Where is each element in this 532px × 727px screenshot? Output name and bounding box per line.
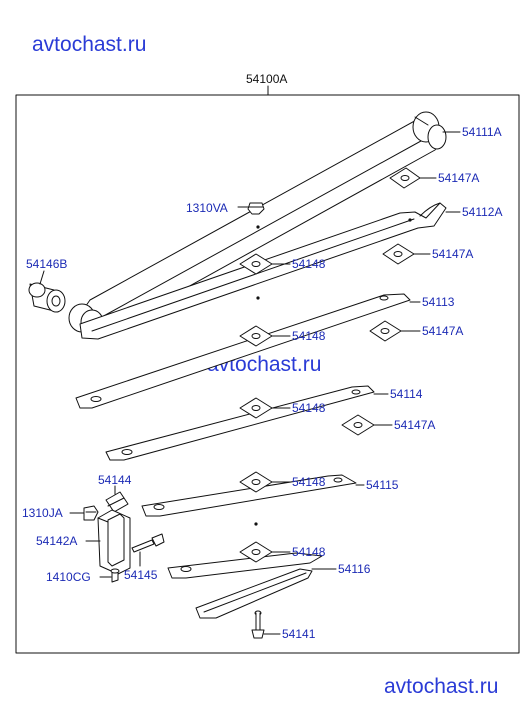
label-1310JA: 1310JA bbox=[22, 506, 63, 520]
clip-plate-54144 bbox=[105, 491, 129, 513]
label-54148-1: 54148 bbox=[292, 257, 326, 271]
label-1410CG: 1410CG bbox=[46, 570, 91, 584]
label-54146B: 54146B bbox=[26, 257, 67, 271]
leaf-54112A bbox=[79, 202, 447, 340]
label-54115: 54115 bbox=[366, 478, 399, 492]
leaf-54116-upper bbox=[167, 522, 323, 579]
label-54142A: 54142A bbox=[36, 534, 77, 548]
leaf-54114 bbox=[105, 385, 375, 461]
label-54147A-3: 54147A bbox=[422, 324, 463, 338]
center-bolt-54141 bbox=[251, 610, 265, 639]
label-54148-4: 54148 bbox=[292, 475, 326, 489]
label-54116: 54116 bbox=[338, 562, 371, 576]
label-54147A-1: 54147A bbox=[438, 171, 479, 185]
rivet-1410CG bbox=[110, 568, 120, 583]
watermark-bottom: avtochast.ru bbox=[384, 675, 499, 698]
label-54111A: 54111A bbox=[462, 125, 502, 139]
nut-1310VA bbox=[247, 202, 265, 215]
label-54147A-2: 54147A bbox=[432, 247, 473, 261]
nut-1310JA bbox=[83, 505, 99, 521]
label-54144: 54144 bbox=[98, 473, 132, 487]
label-54112A: 54112A bbox=[462, 205, 502, 219]
watermark-top: avtochast.ru bbox=[32, 33, 147, 56]
main-leaf-54111A bbox=[68, 111, 447, 335]
pad-54147A-2 bbox=[382, 243, 415, 265]
label-54141: 54141 bbox=[282, 627, 316, 641]
pad-54147A-3 bbox=[369, 320, 402, 342]
label-54100A: 54100A bbox=[246, 72, 287, 86]
clip-54142A bbox=[97, 509, 131, 575]
pad-54147A-4 bbox=[341, 414, 375, 436]
label-54145: 54145 bbox=[124, 568, 158, 582]
label-54147A-4: 54147A bbox=[394, 418, 435, 432]
bolt-54145 bbox=[131, 533, 165, 553]
label-54148-5: 54148 bbox=[292, 545, 326, 559]
bushing-54146B bbox=[28, 282, 66, 313]
label-1310VA: 1310VA bbox=[186, 201, 228, 215]
label-54148-3: 54148 bbox=[292, 401, 326, 415]
label-54114: 54114 bbox=[390, 387, 423, 401]
leaf-54113 bbox=[75, 293, 411, 409]
label-54113: 54113 bbox=[422, 295, 455, 309]
label-54148-2: 54148 bbox=[292, 329, 326, 343]
leaf-54116 bbox=[195, 568, 313, 619]
leader-54146B bbox=[39, 270, 45, 285]
